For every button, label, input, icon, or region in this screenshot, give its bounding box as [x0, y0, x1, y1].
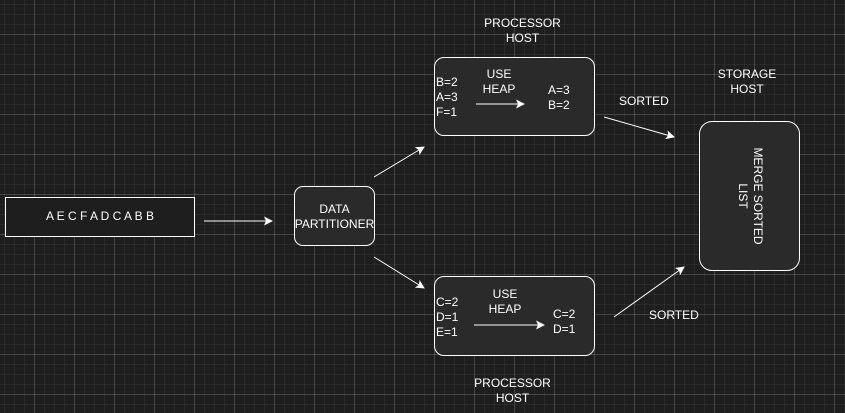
bottom-processor-input-values: C=2 D=1 E=1	[436, 295, 459, 339]
merge-sorted-list-node[interactable]: MERGE SORTED LIST	[699, 121, 800, 271]
storage-host-label: STORAGE HOST	[717, 67, 777, 96]
top-processor-step-label: USE HEAP	[482, 67, 516, 96]
sorted-label-top: SORTED	[619, 94, 669, 108]
bottom-processor-host-label: PROCESSOR HOST	[474, 376, 551, 405]
bottom-processor-step-label: USE HEAP	[488, 287, 522, 316]
arrow-partitioner-to-bottom-processor	[373, 256, 425, 289]
top-processor-host-label: PROCESSOR HOST	[484, 16, 561, 45]
bottom-processor-output-values: C=2 D=1	[553, 307, 576, 336]
merge-sorted-list-label: MERGE SORTED LIST	[735, 147, 765, 245]
input-sequence-box[interactable]: A E C F A D C A B B	[5, 197, 195, 237]
arrow-top-processor-to-storage	[603, 116, 675, 140]
top-processor-node[interactable]: B=2 A=3 F=1 USE HEAP A=3 B=2	[434, 57, 595, 136]
data-partitioner-node[interactable]: DATA PARTITIONER	[294, 186, 375, 246]
input-sequence-label: A E C F A D C A B B	[45, 209, 155, 223]
top-processor-input-values: B=2 A=3 F=1	[436, 75, 458, 119]
sorted-label-bottom: SORTED	[649, 308, 699, 322]
top-processor-output-values: A=3 B=2	[548, 83, 570, 112]
data-partitioner-label: DATA PARTITIONER	[294, 202, 375, 231]
arrow-partitioner-to-top-processor	[373, 146, 425, 178]
bottom-processor-node[interactable]: C=2 D=1 E=1 USE HEAP C=2 D=1	[434, 276, 595, 356]
